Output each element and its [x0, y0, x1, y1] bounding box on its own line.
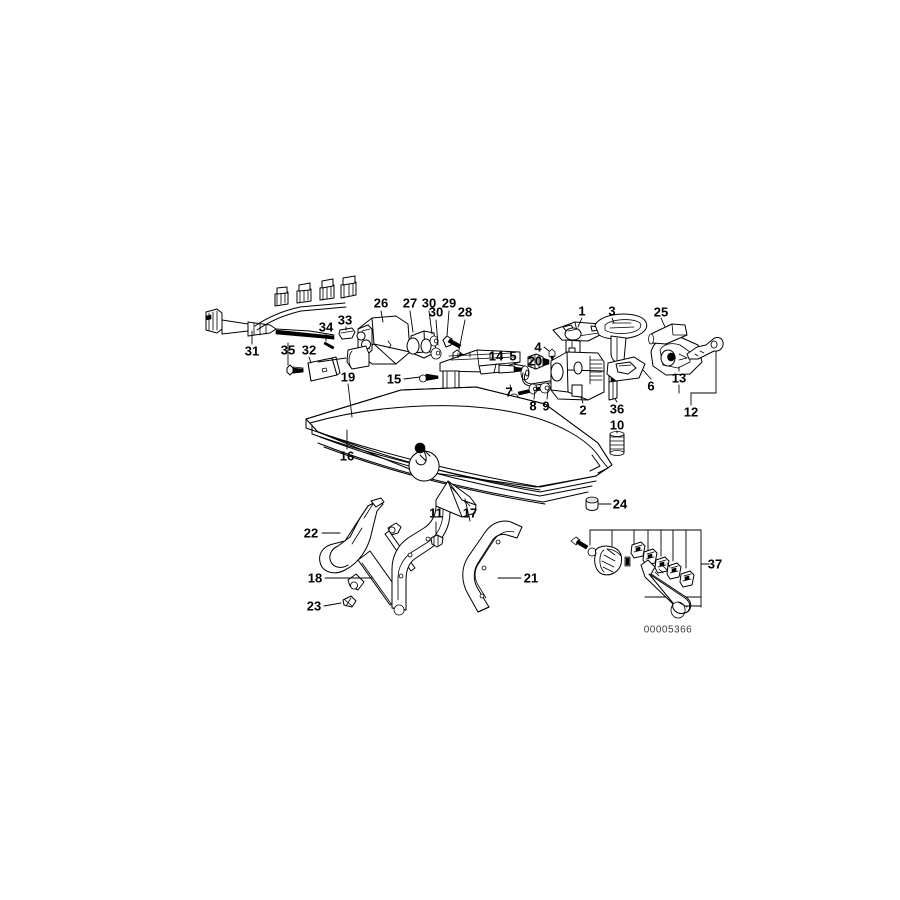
part-37-lock-barrel-kit: [570, 529, 710, 619]
callout-4: 4: [534, 339, 542, 355]
part-34-pin: [323, 333, 335, 350]
callout-24: 24: [612, 496, 628, 512]
callout-7: 7: [505, 384, 513, 400]
callout-5: 5: [509, 348, 517, 364]
part-30-washer-lower: [430, 319, 442, 360]
callout-28: 28: [457, 304, 473, 320]
callout-1: 1: [578, 303, 586, 319]
part-31-wiring-harness: [205, 275, 357, 345]
callout-12: 12: [683, 404, 699, 420]
part-15-screw-bracket: [403, 373, 439, 383]
callout-27: 27: [402, 295, 418, 311]
callout-6: 6: [647, 378, 655, 394]
callout-15: 15: [386, 371, 402, 387]
part-9-nut: [539, 382, 551, 400]
part-4-screw-small: [543, 346, 556, 363]
callout-16: 16: [339, 448, 355, 464]
part-30-washer-upper: [428, 310, 439, 347]
callout-30-lower: 30: [428, 304, 444, 320]
callout-25: 25: [653, 304, 669, 320]
callout-26: 26: [373, 295, 389, 311]
callout-30-upper: 30: [421, 295, 437, 311]
part-21-hinge-bracket-right: [462, 520, 523, 613]
part-2-trunk-lock-body: [550, 351, 605, 404]
callout-11: 11: [429, 505, 443, 521]
part-17-hinge-arm: [391, 480, 477, 616]
callout-18: 18: [307, 570, 323, 586]
callout-37: 37: [707, 556, 723, 572]
callout-14: 14: [488, 348, 504, 364]
callout-17: 17: [462, 505, 478, 521]
callout-9: 9: [542, 398, 550, 414]
callout-22: 22: [303, 525, 319, 541]
callout-36: 36: [609, 401, 625, 417]
part-12-key: [678, 337, 724, 406]
part-25-roller-sleeve: [648, 317, 688, 345]
callout-33: 33: [337, 312, 353, 328]
callout-3: 3: [608, 303, 616, 319]
callout-35: 35: [280, 342, 296, 358]
drawing-id-label: 00005366: [643, 624, 693, 636]
callout-31: 31: [244, 343, 260, 359]
part-6-lock-wedge: [606, 356, 652, 382]
part-8-washer: [528, 383, 538, 400]
callout-2: 2: [579, 402, 587, 418]
callout-32: 32: [301, 342, 317, 358]
callout-29: 29: [441, 295, 457, 311]
part-22-hinge-bracket-left: [319, 497, 385, 574]
callout-10: 10: [609, 417, 625, 433]
part-32-cover-cap: [307, 356, 347, 382]
part-24-rubber-stop: [585, 496, 612, 511]
callout-23: 23: [306, 598, 322, 614]
callout-19: 19: [340, 369, 356, 385]
harness-clips: [274, 275, 357, 307]
part-35-screw-cap: [286, 342, 304, 376]
part-10-spring-coil: [609, 430, 625, 456]
part-26-central-locking-actuator: [346, 310, 411, 370]
callout-8: 8: [529, 398, 537, 414]
part-14-actuator-rod: [439, 349, 523, 393]
part-11-nut: [430, 521, 444, 548]
part-13-lock-cylinder-housing: [650, 335, 703, 376]
part-33-clip-bracket: [338, 326, 356, 340]
callout-34: 34: [318, 319, 334, 335]
callout-13: 13: [671, 370, 687, 386]
part-23-strut-clip: [323, 595, 357, 608]
part-3-rubber-buffer: [594, 313, 648, 364]
part-20-cable-grommet: [527, 353, 550, 370]
callout-20: 20: [527, 353, 543, 369]
part-19-trunk-lid-panel: [305, 383, 613, 505]
part-27-actuator-bushing: [406, 310, 437, 359]
callout-21: 21: [523, 570, 539, 586]
